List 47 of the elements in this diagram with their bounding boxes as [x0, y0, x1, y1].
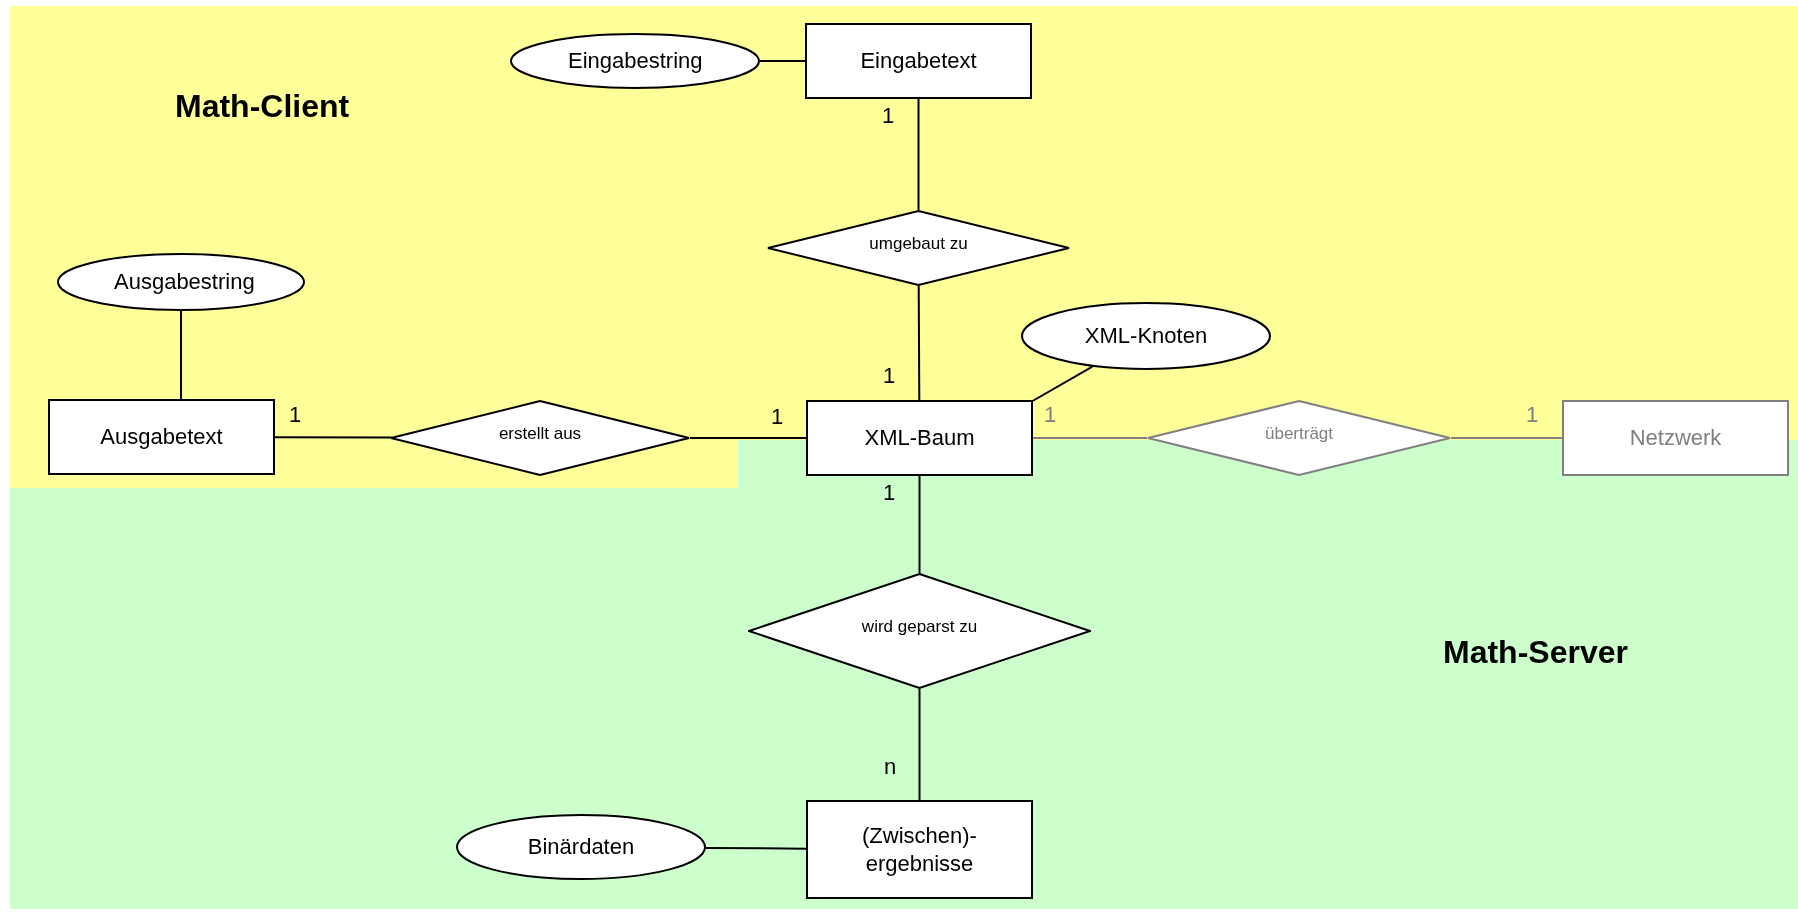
entity-box: [806, 400, 1033, 476]
entity-box: [1562, 400, 1789, 476]
relationship-diamond: [748, 573, 1091, 689]
cardinality-label: 1: [882, 482, 896, 504]
entity-name: (Zwischen)- ergebnisse: [861, 822, 978, 877]
connector-line: [1450, 437, 1563, 439]
connector-line: [759, 60, 806, 62]
relationship-name: erstellt aus: [497, 423, 583, 445]
entity-name: Netzwerk: [1628, 424, 1723, 452]
cardinality-label: 1: [881, 105, 895, 127]
attribute-ellipse: [1021, 302, 1271, 370]
relationship-name: überträgt: [1263, 423, 1334, 445]
connector-line: [274, 436, 393, 439]
cardinality-label: 1: [882, 365, 896, 387]
cardinality-label: n: [883, 756, 897, 778]
cardinality-label: 1: [1525, 404, 1539, 426]
area-heading: Math-Client: [175, 90, 350, 122]
attribute-name: Ausgabestring: [113, 268, 256, 296]
relationship-diamond: [1147, 400, 1451, 476]
attribute-ellipse: [57, 253, 305, 311]
entity-box: [806, 800, 1033, 899]
connector-line: [1032, 365, 1094, 402]
relationship-name: umgebaut zu: [868, 233, 969, 255]
connector-line: [689, 437, 807, 439]
relationship-diamond: [767, 210, 1070, 286]
relationship-name: wird geparst zu: [860, 616, 979, 638]
attribute-name: Binärdaten: [526, 833, 636, 861]
connector-line: [1032, 437, 1148, 439]
connector-line: [180, 310, 182, 400]
attribute-ellipse: [456, 814, 706, 880]
cardinality-label: 1: [770, 406, 784, 428]
attribute-ellipse: [510, 33, 760, 89]
connector-line: [917, 284, 921, 401]
connector-line: [918, 688, 921, 801]
entity-box: [805, 23, 1032, 99]
attribute-name: Eingabestring: [567, 47, 704, 75]
attribute-name: XML-Knoten: [1083, 322, 1209, 350]
connector-line: [917, 98, 920, 211]
cardinality-label: 1: [288, 404, 302, 426]
entity-name: XML-Baum: [863, 424, 976, 452]
entity-name: Ausgabetext: [99, 423, 224, 451]
entity-box: [48, 399, 275, 475]
connector-line: [918, 475, 921, 574]
entity-name: Eingabetext: [859, 47, 978, 75]
area-heading: Math-Server: [1443, 636, 1628, 668]
relationship-diamond: [390, 400, 690, 476]
cardinality-label: 1: [1043, 404, 1057, 426]
